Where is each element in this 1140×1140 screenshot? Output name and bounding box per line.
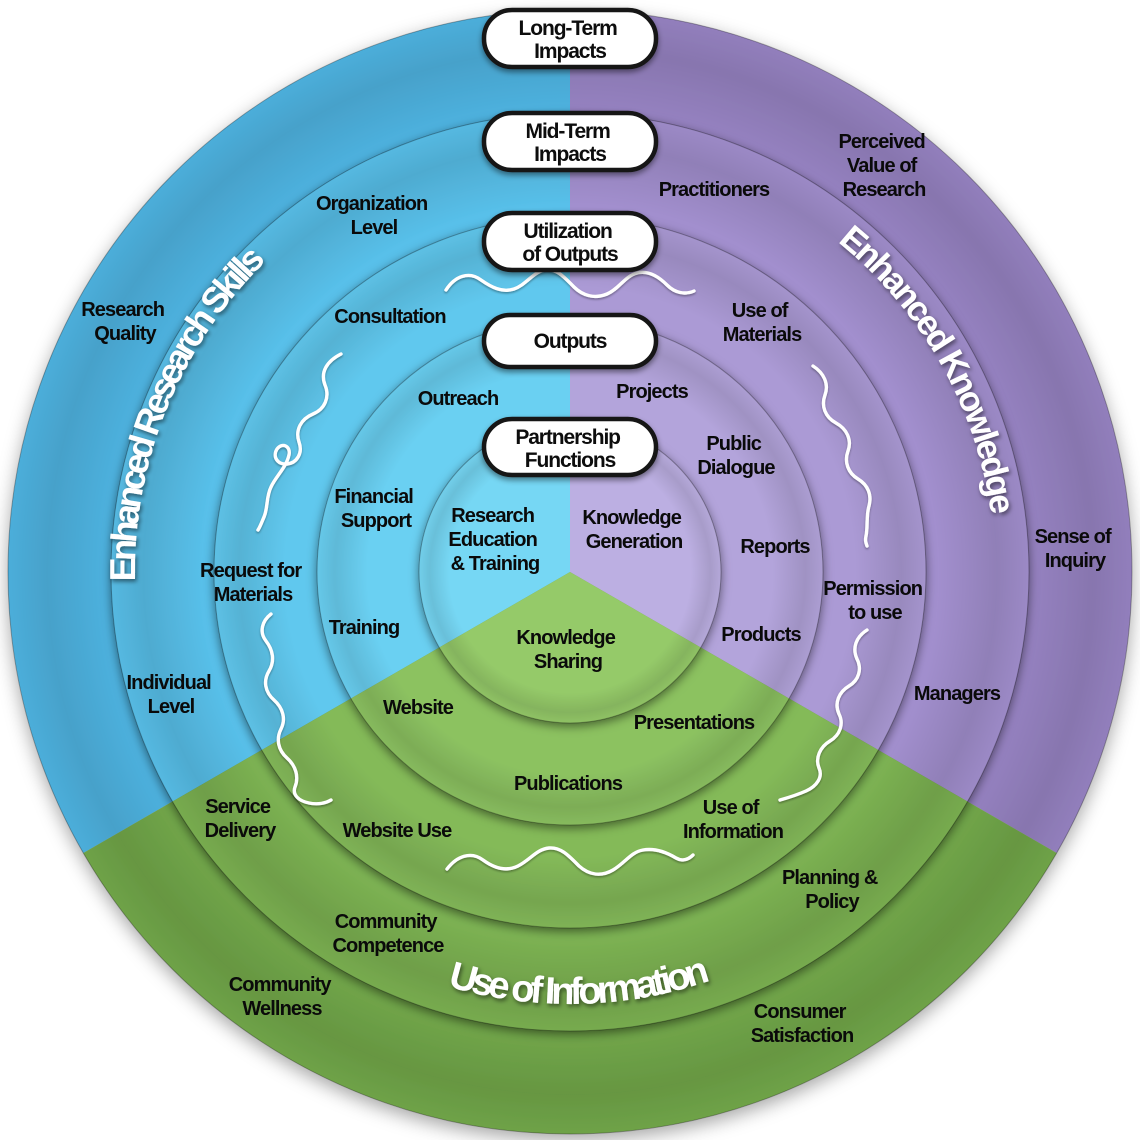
pill-partnership-functions: Partnership Functions: [481, 416, 659, 478]
svg-text:Partnership Functions: Partnership Functions: [515, 426, 624, 472]
squiggle-right-upper: [811, 364, 872, 548]
pill-outputs: Outputs: [481, 312, 659, 370]
blue-sector-labels: Research Quality Organization Level Cons…: [81, 193, 541, 718]
pill-long-term-impacts: Long-Term Impacts: [481, 7, 659, 70]
squiggle-right-lower: [778, 628, 869, 802]
label-sense-of-inquiry: Sense of Inquiry: [1035, 526, 1116, 572]
label-managers: Managers: [914, 683, 1001, 705]
green-sector-labels: Knowledge Sharing Website Presentations …: [205, 627, 882, 1047]
label-use-of-information: Use of Information: [683, 797, 783, 843]
label-knowledge-sharing: Knowledge Sharing: [516, 627, 619, 673]
label-research-education-training: Research Education & Training: [448, 505, 541, 575]
label-research-quality: Research Quality: [81, 299, 169, 345]
label-presentations: Presentations: [634, 712, 755, 734]
svg-text:Mid-Term Impacts: Mid-Term Impacts: [526, 120, 615, 166]
label-knowledge-generation: Knowledge Generation: [582, 507, 685, 553]
svg-text:Outputs: Outputs: [534, 330, 607, 353]
label-use-of-materials: Use of Materials: [723, 300, 802, 346]
label-community-wellness: Community Wellness: [229, 974, 336, 1020]
svg-text:Long-Term Impacts: Long-Term Impacts: [519, 17, 622, 63]
label-community-competence: Community Competence: [332, 911, 444, 957]
label-public-dialogue: Public Dialogue: [697, 433, 775, 479]
label-perceived-value-of-research: Perceived Value of Research: [838, 131, 929, 201]
label-training: Training: [329, 617, 400, 639]
label-financial-support: Financial Support: [334, 486, 417, 532]
squiggle-bottom-horizontal: [445, 846, 695, 876]
label-projects: Projects: [616, 381, 689, 403]
svg-text:Utilization of Outputs: Utilization of Outputs: [522, 220, 618, 266]
ring-pills: Long-Term Impacts Mid-Term Impacts Utili…: [481, 7, 659, 478]
label-website-use: Website Use: [343, 820, 452, 842]
squiggle-connectors: [256, 268, 872, 876]
squiggle-top-horizontal: [444, 268, 696, 299]
label-publications: Publications: [514, 773, 623, 795]
label-request-for-materials: Request for Materials: [200, 560, 306, 606]
pill-utilization-of-outputs: Utilization of Outputs: [481, 210, 659, 273]
label-service-delivery: Service Delivery: [205, 796, 277, 842]
squiggle-left-lower: [260, 612, 333, 806]
label-outreach: Outreach: [418, 388, 499, 410]
purple-sector-labels: Practitioners Perceived Value of Researc…: [582, 131, 1116, 705]
ring-5-center-disc: [418, 420, 722, 724]
label-organization-level: Organization Level: [316, 193, 432, 239]
pill-mid-term-impacts: Mid-Term Impacts: [481, 110, 659, 173]
label-permission-to-use: Permission to use: [823, 578, 927, 624]
label-practitioners: Practitioners: [659, 179, 770, 201]
label-consumer-satisfaction: Consumer Satisfaction: [751, 1001, 854, 1047]
label-reports: Reports: [740, 536, 810, 558]
label-products: Products: [721, 624, 801, 646]
label-planning-policy: Planning & Policy: [782, 867, 882, 913]
label-website: Website: [383, 697, 454, 719]
squiggle-left-upper: [256, 352, 343, 532]
label-consultation: Consultation: [334, 306, 445, 328]
ring-5-bevel: [419, 421, 721, 723]
label-individual-level: Individual Level: [126, 672, 215, 718]
